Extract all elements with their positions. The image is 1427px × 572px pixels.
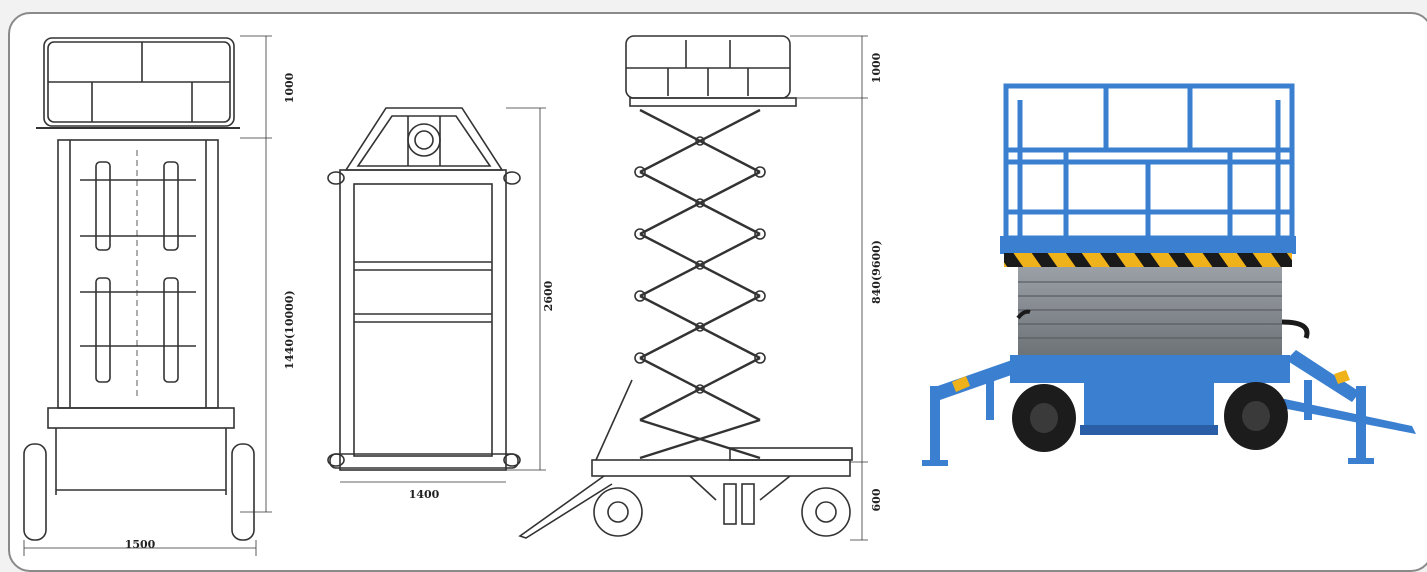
side-view-drawing xyxy=(518,35,868,541)
side-rear-wheel xyxy=(801,487,851,537)
base-top-truss xyxy=(344,107,504,171)
base-view-drawing xyxy=(327,107,546,483)
front-dim-height: 1440(10000) xyxy=(283,290,296,369)
front-guardrail xyxy=(43,37,235,127)
front-left-wheel xyxy=(23,443,47,541)
base-dim-height: 2600 xyxy=(542,280,555,311)
lift-scissor-stack xyxy=(1018,267,1282,355)
lift-wheels xyxy=(1012,382,1288,452)
side-dim-bottom: 600 xyxy=(870,488,883,511)
lift-deck xyxy=(1000,236,1296,254)
front-dim-width: 1500 xyxy=(125,538,156,551)
base-pulley xyxy=(407,123,441,157)
lift-guardrail xyxy=(1003,83,1295,241)
lift-chassis xyxy=(1010,355,1290,383)
lift-outriggers xyxy=(922,350,1374,466)
scissor-arms xyxy=(639,108,761,460)
base-dim-width: 1400 xyxy=(409,488,440,501)
side-front-wheel xyxy=(593,487,643,537)
front-dim-top: 1000 xyxy=(283,72,296,103)
front-view-drawing xyxy=(23,35,272,556)
side-dim-top: 1000 xyxy=(870,52,883,83)
front-right-wheel xyxy=(231,443,255,541)
side-dim-height: 840(9600) xyxy=(870,240,883,304)
lift-hazard-stripe xyxy=(1004,253,1292,267)
scissor-lift-photo xyxy=(922,83,1416,466)
lift-tow-bar xyxy=(1280,398,1416,434)
